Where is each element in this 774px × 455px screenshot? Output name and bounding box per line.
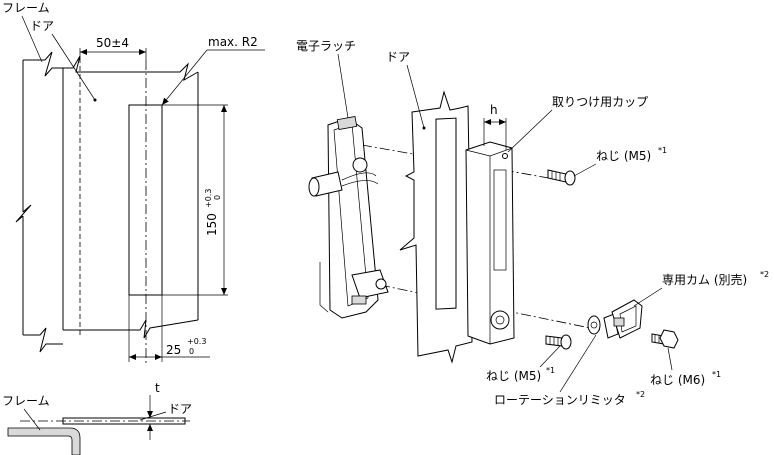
dimension-25-tol-lower: 0 bbox=[189, 347, 194, 356]
dimension-25-tol-upper: +0.3 bbox=[187, 337, 206, 346]
mounting-cup bbox=[465, 141, 515, 345]
dimension-150-tol-lower: 0 bbox=[213, 195, 222, 200]
door-label: ドア bbox=[386, 50, 410, 64]
dedicated-cam bbox=[611, 299, 643, 339]
frame-strip bbox=[15, 51, 63, 353]
cam-mark: *2 bbox=[760, 270, 769, 279]
latch-label: 電子ラッチ bbox=[296, 39, 356, 53]
limiter-label: ローテーションリミッタ bbox=[494, 393, 626, 407]
dimension-25-label: 25 bbox=[166, 343, 181, 357]
front-frame-label: フレーム bbox=[2, 1, 50, 15]
h-label: h bbox=[490, 103, 498, 117]
dimension-150-label: 150 bbox=[205, 213, 219, 236]
screw-bottom bbox=[545, 334, 572, 350]
screw-top-label: ねじ (M5) bbox=[596, 149, 651, 163]
door-panel bbox=[62, 55, 199, 339]
door-plate bbox=[399, 90, 473, 364]
screw-m6-mark: *1 bbox=[712, 370, 721, 379]
exploded-view: 電子ラッチ ドア h 取りつけ用カップ bbox=[296, 39, 769, 407]
section-t-label: t bbox=[155, 381, 160, 395]
screw-bottom-mark: *1 bbox=[546, 366, 555, 375]
screw-m6-label: ねじ (M6) bbox=[650, 373, 705, 387]
electronic-latch bbox=[308, 116, 389, 319]
dimension-150: 150 +0.3 0 bbox=[162, 104, 228, 296]
section-door-label: ドア bbox=[168, 402, 192, 416]
screw-top bbox=[547, 169, 576, 186]
dimension-150-tol-upper: +0.3 bbox=[204, 189, 213, 208]
max-r2-label: max. R2 bbox=[208, 35, 258, 49]
front-view: 50±4 max. R2 150 +0.3 0 bbox=[2, 1, 265, 365]
section-view: t フレーム ドア bbox=[2, 381, 192, 455]
dimension-50-label: 50±4 bbox=[96, 36, 129, 50]
door-cutout bbox=[128, 60, 163, 365]
front-door-label: ドア bbox=[30, 19, 54, 33]
cup-label: 取りつけ用カップ bbox=[552, 95, 648, 109]
limiter-mark: *2 bbox=[636, 390, 645, 399]
section-frame-label: フレーム bbox=[2, 394, 50, 408]
max-r2-callout: max. R2 bbox=[161, 35, 265, 106]
screw-m6 bbox=[651, 329, 679, 349]
dimension-50: 50±4 bbox=[79, 36, 147, 60]
cam-label: 専用カム (別売) bbox=[662, 272, 747, 287]
screw-bottom-label: ねじ (M5) bbox=[486, 369, 541, 383]
dimension-25: 25 +0.3 0 bbox=[128, 295, 210, 362]
screw-top-mark: *1 bbox=[658, 146, 667, 155]
